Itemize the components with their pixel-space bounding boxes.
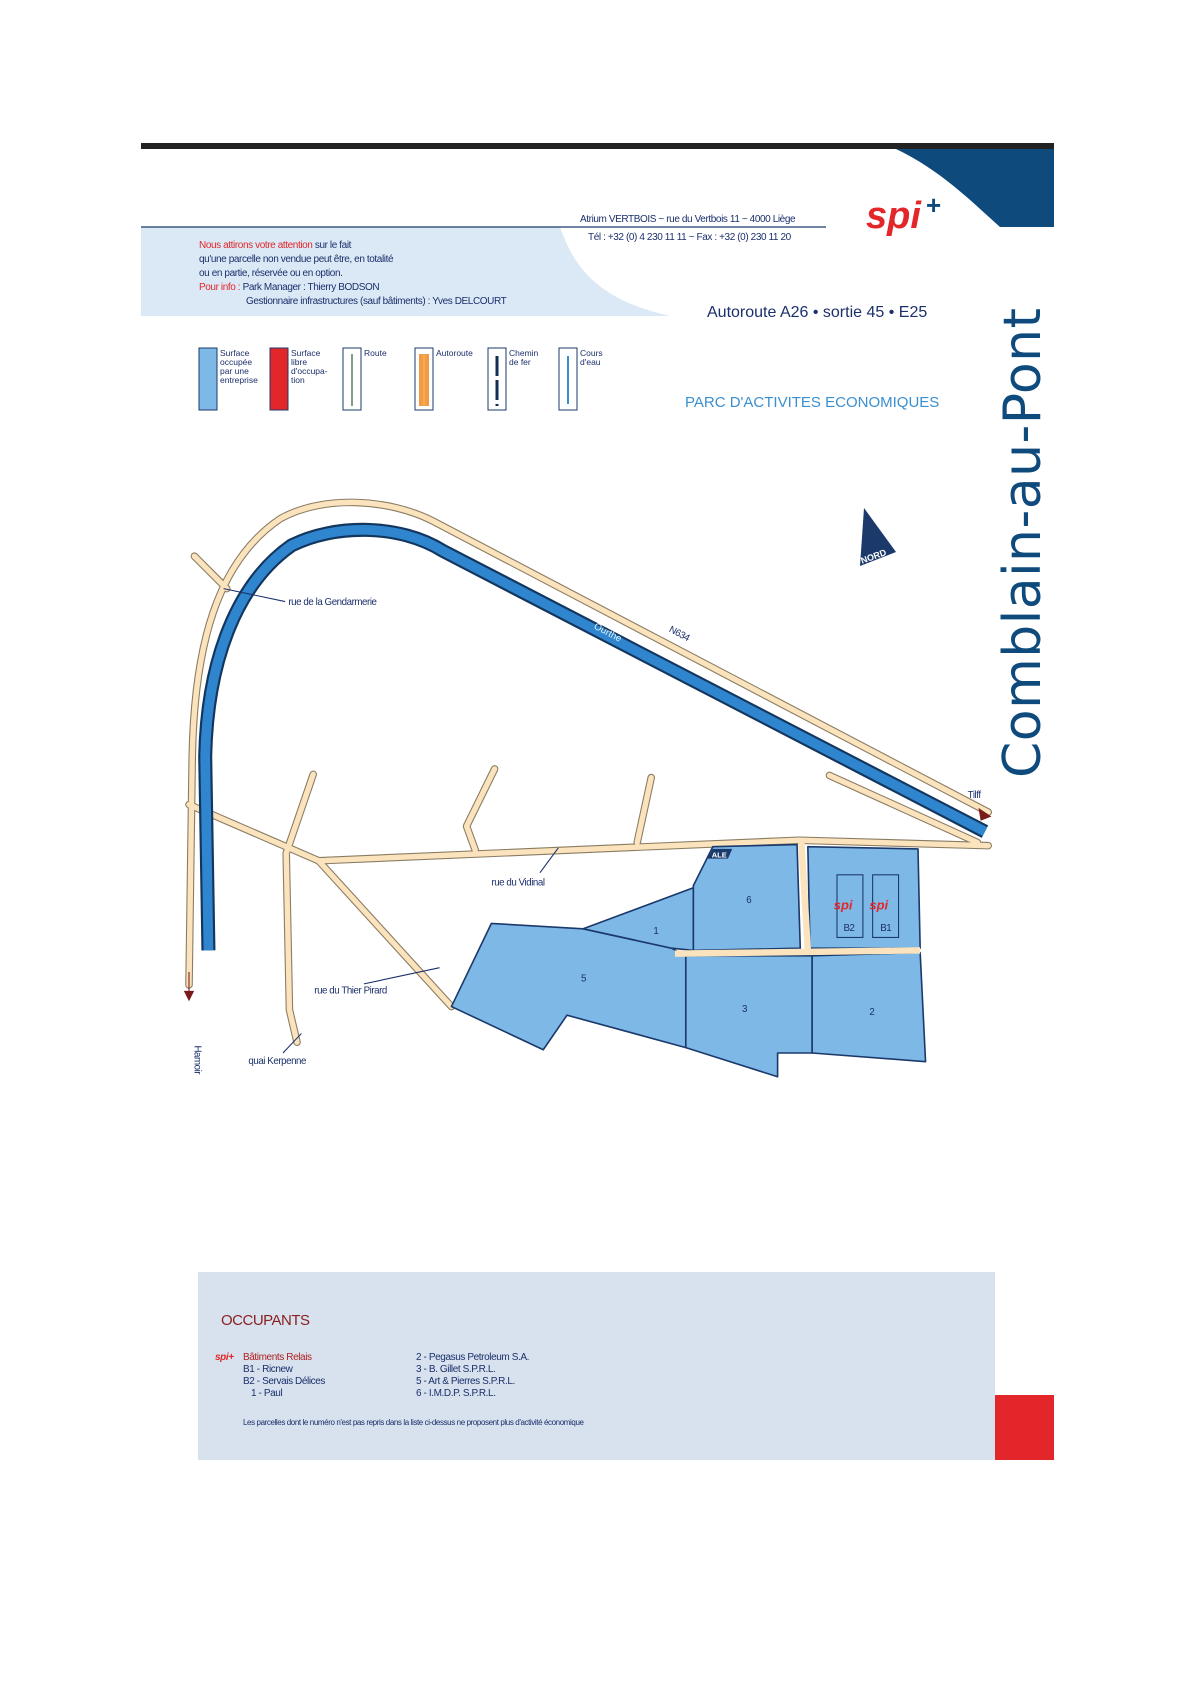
spi-mark-b1: spi bbox=[869, 897, 888, 912]
svg-text:occupée: occupée bbox=[220, 357, 252, 367]
occupant-item: 1 - Paul bbox=[251, 1388, 282, 1399]
label-b1: B1 bbox=[880, 923, 891, 934]
occupants-list: spi+ Bâtiments Relais B1 - Ricnew B2 - S… bbox=[215, 1352, 585, 1427]
occupants-panel bbox=[198, 1272, 995, 1460]
svg-text:par une: par une bbox=[220, 366, 249, 376]
spi-mark-b2: spi bbox=[834, 897, 853, 912]
top-bar bbox=[141, 143, 1054, 149]
spi-mark-relais: spi+ bbox=[215, 1352, 234, 1363]
legend-highway: Autoroute bbox=[414, 347, 473, 411]
label-parcel-3: 3 bbox=[742, 1004, 747, 1015]
svg-text:Nous attirons votre attention: Nous attirons votre attention sur le fai… bbox=[199, 240, 352, 251]
svg-text:Cours: Cours bbox=[580, 348, 603, 358]
ale-badge: ALE bbox=[707, 848, 733, 860]
label-parcel-5: 5 bbox=[581, 974, 586, 985]
occupants-title: OCCUPANTS bbox=[221, 1312, 310, 1329]
svg-text:Gestionnaire infrastructures (: Gestionnaire infrastructures (sauf bâtim… bbox=[246, 296, 507, 307]
label-n634: N634 bbox=[667, 624, 692, 644]
occupant-item: B2 - Servais Délices bbox=[243, 1376, 325, 1387]
occupant-item: 3 - B. Gillet S.P.R.L. bbox=[416, 1364, 495, 1375]
label-b2: B2 bbox=[843, 923, 854, 934]
label-thier-pirard: rue du Thier Pirard bbox=[314, 986, 387, 997]
svg-text:ALE: ALE bbox=[712, 851, 727, 860]
svg-text:Autoroute: Autoroute bbox=[436, 348, 473, 358]
building-b1 bbox=[872, 874, 900, 938]
svg-text:Chemin: Chemin bbox=[509, 348, 539, 358]
site-map: spi spi B2 B1 6 1 5 3 2 ALE rue de la Ge… bbox=[183, 498, 992, 1078]
svg-text:Surface: Surface bbox=[291, 348, 321, 358]
red-corner-block bbox=[995, 1395, 1054, 1460]
label-tilff: Tilff bbox=[968, 790, 982, 801]
svg-text:Route: Route bbox=[364, 348, 387, 358]
address: Atrium VERTBOIS ~ rue du Vertbois 11 ~ 4… bbox=[580, 214, 796, 225]
occupant-item: 2 - Pegasus Petroleum S.A. bbox=[416, 1352, 529, 1363]
occupant-item: 6 - I.M.D.P. S.P.R.L. bbox=[416, 1388, 496, 1399]
phone: Tél : +32 (0) 4 230 11 11 ~ Fax : +32 (0… bbox=[588, 232, 792, 243]
parcel-b bbox=[807, 845, 921, 950]
park-roads bbox=[674, 842, 921, 957]
notice-text: Nous attirons votre attention sur le fai… bbox=[199, 240, 507, 307]
building-b2 bbox=[836, 874, 864, 938]
svg-text:de fer: de fer bbox=[509, 357, 531, 367]
svg-text:entreprise: entreprise bbox=[220, 375, 258, 385]
legend-road: Route bbox=[342, 347, 387, 411]
occupant-item: Bâtiments Relais bbox=[243, 1352, 312, 1363]
highway-info: Autoroute A26 • sortie 45 • E25 bbox=[707, 304, 927, 321]
parcel-3 bbox=[684, 954, 813, 1078]
arrow-hamoir-icon bbox=[183, 972, 195, 1002]
label-parcel-6: 6 bbox=[746, 895, 751, 906]
header-corner bbox=[896, 149, 1054, 227]
north-arrow-icon: NORD bbox=[859, 508, 896, 566]
label-parcel-1: 1 bbox=[653, 926, 658, 937]
svg-text:spi: spi bbox=[866, 195, 922, 237]
svg-text:libre: libre bbox=[291, 357, 307, 367]
svg-text:Pour info : Park Manager : Thi: Pour info : Park Manager : Thierry BODSO… bbox=[199, 282, 379, 293]
occupant-item: 5 - Art & Pierres S.P.R.L. bbox=[416, 1376, 515, 1387]
notice-band bbox=[141, 227, 670, 316]
svg-text:d'eau: d'eau bbox=[580, 357, 601, 367]
label-kerpenne: quai Kerpenne bbox=[248, 1056, 306, 1067]
svg-text:Surface: Surface bbox=[220, 348, 250, 358]
occupants-footnote: Les parcelles dont le numéro n'est pas r… bbox=[243, 1418, 585, 1427]
arrow-tilff-icon bbox=[978, 807, 992, 821]
svg-text:qu'une parcelle non vendue peu: qu'une parcelle non vendue peut être, en… bbox=[199, 254, 394, 265]
parcel-6 bbox=[692, 843, 802, 952]
park-type: PARC D'ACTIVITES ECONOMIQUES bbox=[685, 394, 939, 411]
label-vidinal: rue du Vidinal bbox=[491, 878, 544, 889]
roads bbox=[185, 498, 992, 1046]
occupant-item: B1 - Ricnew bbox=[243, 1364, 294, 1375]
town-title: Comblain-au-Pont bbox=[993, 308, 1053, 778]
label-hamoir: Hamoir bbox=[191, 1045, 202, 1075]
svg-text:tion: tion bbox=[291, 375, 305, 385]
svg-text:+: + bbox=[926, 190, 941, 220]
svg-text:ou en partie, réservée ou en o: ou en partie, réservée ou en option. bbox=[199, 268, 343, 279]
label-gendarmerie: rue de la Gendarmerie bbox=[288, 597, 376, 608]
label-parcel-2: 2 bbox=[869, 1007, 874, 1018]
svg-text:d'occupa-: d'occupa- bbox=[291, 366, 328, 376]
spi-logo: spi + bbox=[866, 190, 941, 237]
